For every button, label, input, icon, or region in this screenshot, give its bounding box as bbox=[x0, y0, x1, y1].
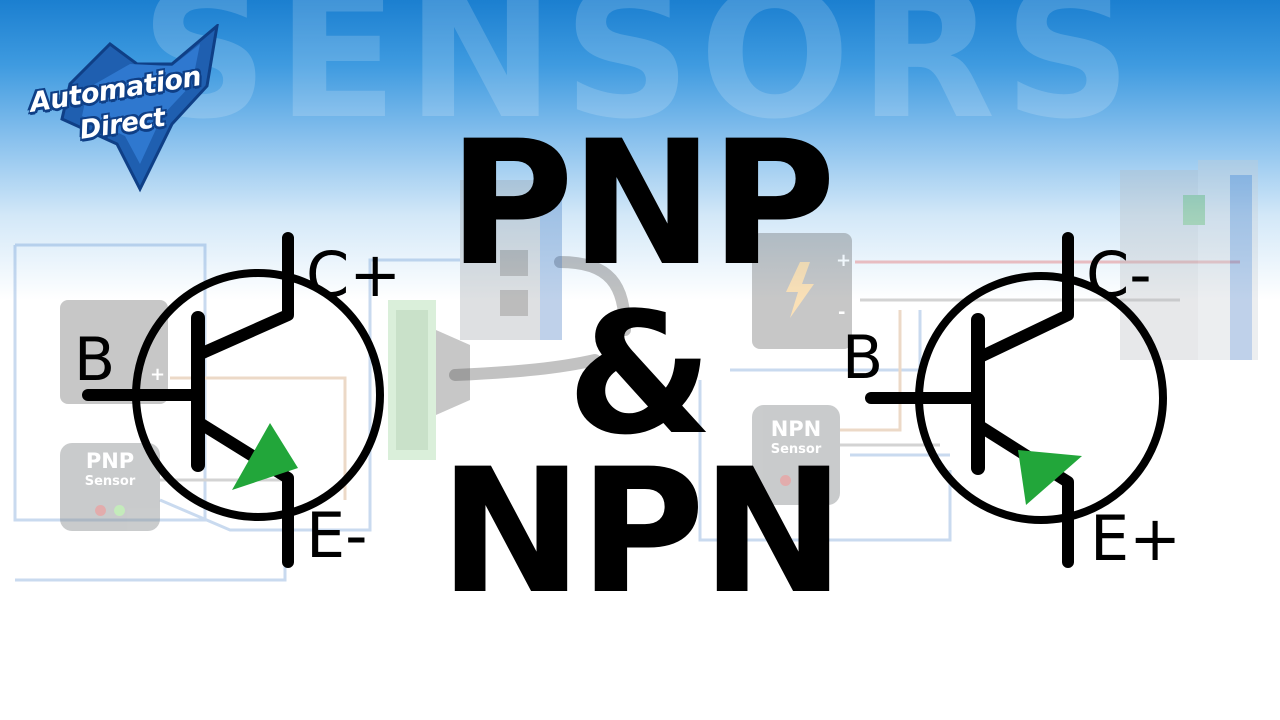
title-pnp: PNP bbox=[447, 103, 836, 304]
npn-emitter-lead bbox=[972, 419, 1074, 568]
npn-collector-label: C- bbox=[1086, 238, 1152, 311]
title-ampersand: & bbox=[566, 276, 714, 472]
npn-arrow-icon bbox=[1018, 450, 1082, 505]
pnp-emitter-lead bbox=[192, 416, 294, 568]
pnp-emitter-label: E- bbox=[306, 499, 368, 572]
pnp-collector-lead bbox=[192, 232, 294, 361]
background-word: SENSORS bbox=[140, 0, 1140, 158]
npn-emitter-label: E+ bbox=[1090, 502, 1182, 575]
npn-collector-lead bbox=[972, 232, 1074, 364]
lightning-icon bbox=[786, 262, 814, 318]
npn-sensor-subtitle: Sensor bbox=[770, 442, 822, 457]
npn-sensor-title: NPN bbox=[770, 417, 822, 441]
pnp-collector-label: C+ bbox=[306, 238, 402, 311]
pnp-sensor-subtitle: Sensor bbox=[84, 474, 136, 489]
plc-icon bbox=[460, 180, 562, 340]
pnp-arrow-icon bbox=[232, 423, 298, 490]
plc-rack-icon bbox=[1120, 160, 1258, 360]
power-supply-icon-right: + - bbox=[752, 233, 852, 349]
pnp-sensor-graphic: PNP Sensor bbox=[60, 443, 160, 531]
pnp-base-label: B bbox=[74, 325, 116, 395]
pnp-sensor-title: PNP bbox=[85, 449, 135, 473]
svg-text:-: - bbox=[838, 302, 845, 323]
npn-sensor-graphic: NPN Sensor bbox=[752, 405, 840, 505]
title-npn: NPN bbox=[439, 431, 845, 632]
terminal-block-icon bbox=[388, 300, 470, 460]
automation-direct-logo: Automation Direct bbox=[22, 24, 252, 194]
svg-text:+: + bbox=[150, 364, 165, 385]
logo-chevron-icon bbox=[60, 24, 219, 193]
svg-text:+: + bbox=[836, 250, 851, 271]
npn-base-label: B bbox=[842, 323, 884, 393]
